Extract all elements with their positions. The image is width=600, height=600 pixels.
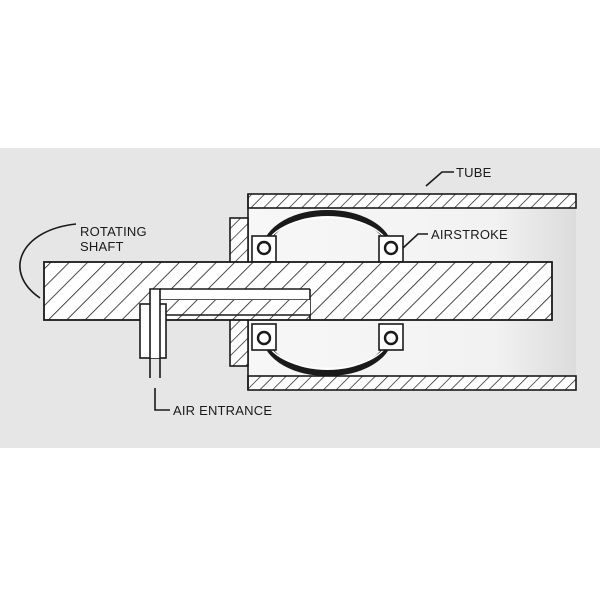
rotating-shaft-label-line2: SHAFT [80,239,124,254]
tube-top-wall [247,193,577,209]
air-entrance-leader [154,388,170,411]
air-passage [160,288,311,320]
air-entrance-fitting [139,288,167,378]
upper-bellows [251,210,404,263]
air-entrance-label: AIR ENTRANCE [173,403,272,418]
tube-bottom-wall [247,375,577,391]
lower-bellows [251,323,404,376]
rotating-shaft-label-line1: ROTATING [80,224,147,239]
tube-leader [425,171,454,187]
airstroke-leader [402,233,428,249]
rotation-arrow [19,223,77,299]
airstroke-label: AIRSTROKE [431,227,508,242]
tube-label: TUBE [456,165,492,180]
